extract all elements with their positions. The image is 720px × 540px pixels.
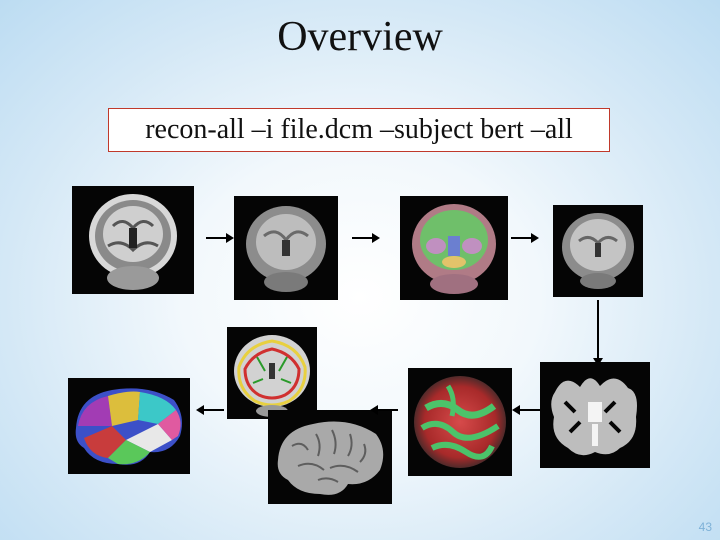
arrow-left-1: [512, 405, 540, 415]
arrow-right-3: [511, 233, 539, 243]
normalized-mri-image: [234, 196, 338, 300]
skull-stripped-image: [553, 205, 643, 297]
page-number: 43: [698, 520, 712, 534]
raw-mri-image: [72, 186, 194, 294]
arrow-down: [593, 300, 603, 366]
inflated-surface-curvature-image: [408, 368, 512, 476]
surface-overlay-coronal-image: [227, 327, 317, 419]
command-text: recon-all –i file.dcm –subject bert –all: [145, 114, 573, 145]
cortical-parcellation-image: [68, 378, 190, 474]
pial-surface-image: [268, 410, 392, 504]
arrow-right-1: [206, 233, 234, 243]
slide-title: Overview: [277, 14, 443, 60]
segmentation-overlay-image: [400, 196, 508, 300]
white-matter-mask-image: [540, 362, 650, 468]
arrow-left-3: [196, 405, 224, 415]
arrow-right-2: [352, 233, 380, 243]
arrow-left-2: [370, 405, 398, 415]
command-box: recon-all –i file.dcm –subject bert –all: [108, 108, 610, 152]
